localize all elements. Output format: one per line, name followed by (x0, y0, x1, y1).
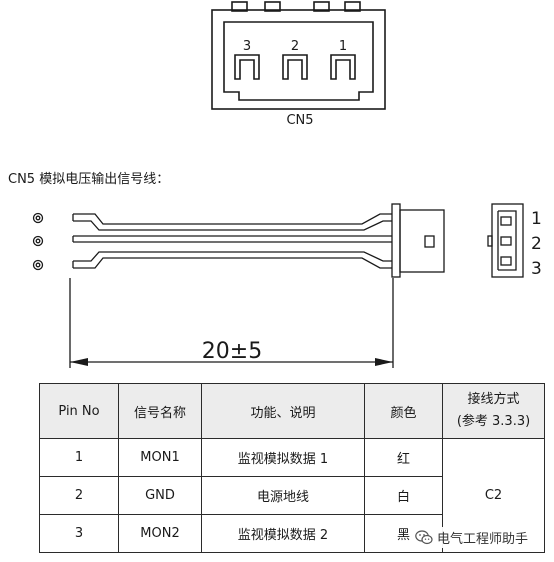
header-connection-line1: 接线方式 (467, 392, 520, 407)
wire-terminal-2 (32, 235, 44, 247)
socket-key (487, 235, 493, 247)
cell-pin: 1 (39, 438, 119, 477)
table-row: 1 MON1 监视模拟数据 1 红 C2 (39, 438, 545, 553)
socket-pin-2 (500, 236, 512, 246)
table-row: 2 GND 电源地线 白 (39, 476, 545, 515)
cell-signal: GND (118, 476, 202, 515)
cell-color: 白 (364, 476, 443, 515)
connector-housing-inner (223, 21, 374, 101)
pin-socket-3 (234, 54, 260, 80)
table-row: 3 MON2 监视模拟数据 2 黑 (39, 514, 545, 553)
dimension-arrow-right (375, 358, 393, 366)
connector-housing-outer (211, 9, 386, 110)
header-pin-no: Pin No (39, 383, 119, 439)
header-signal-name: 信号名称 (118, 383, 202, 439)
cell-pin: 2 (39, 476, 119, 515)
connector-latch (313, 1, 330, 12)
plug-window (424, 235, 435, 248)
cell-pin: 3 (39, 514, 119, 553)
socket-pin-3 (500, 256, 512, 266)
header-connection: 接线方式 (参考 3.3.3) (442, 383, 545, 439)
header-color: 颜色 (364, 383, 443, 439)
connector-latch (231, 1, 248, 12)
socket-pin-1 (500, 216, 512, 226)
dimension-arrow-left (70, 358, 88, 366)
header-function: 功能、说明 (201, 383, 365, 439)
connector-latch (344, 1, 361, 12)
cable-drawing: 20±5 1 2 3 (32, 203, 542, 368)
side-pin-number-3: 3 (531, 259, 542, 279)
cell-color: 红 (364, 438, 443, 477)
side-pin-number-2: 2 (531, 234, 542, 254)
pin-socket-2 (282, 54, 308, 80)
wire-3 (73, 251, 392, 262)
connector-top-drawing: 3 2 1 (211, 1, 386, 110)
watermark-text: 电气工程师助手 (437, 532, 529, 547)
side-pin-number-1: 1 (531, 209, 542, 229)
table-header-row: Pin No 信号名称 功能、说明 颜色 接线方式 (参考 3.3.3) (39, 383, 545, 439)
socket-inner (498, 210, 517, 271)
cell-function: 监视模拟数据 1 (201, 438, 365, 477)
pin-number-3: 3 (243, 39, 251, 54)
cell-function: 监视模拟数据 2 (201, 514, 365, 553)
cell-signal: MON2 (118, 514, 202, 553)
connector-latch (264, 1, 281, 12)
wire-terminal-3 (32, 259, 44, 271)
wire-1 (73, 213, 392, 225)
section-heading: CN5 模拟电压输出信号线： (8, 172, 170, 187)
pin-number-2: 2 (291, 39, 299, 54)
wechat-icon (415, 530, 433, 545)
connector-label: CN5 (286, 113, 314, 128)
cell-signal: MON1 (118, 438, 202, 477)
watermark: 电气工程师助手 (412, 527, 532, 548)
plug-housing (399, 209, 445, 273)
socket-side-view (491, 203, 524, 278)
cable-length-label: 20±5 (202, 339, 262, 364)
pin-socket-1 (330, 54, 356, 80)
wire-terminal-1 (32, 212, 44, 224)
pin-table: Pin No 信号名称 功能、说明 颜色 接线方式 (参考 3.3.3) 1 M… (39, 383, 545, 553)
plug-collar (391, 203, 401, 278)
cell-function: 电源地线 (201, 476, 365, 515)
pin-number-1: 1 (339, 39, 347, 54)
header-connection-line2: (参考 3.3.3) (456, 414, 531, 429)
